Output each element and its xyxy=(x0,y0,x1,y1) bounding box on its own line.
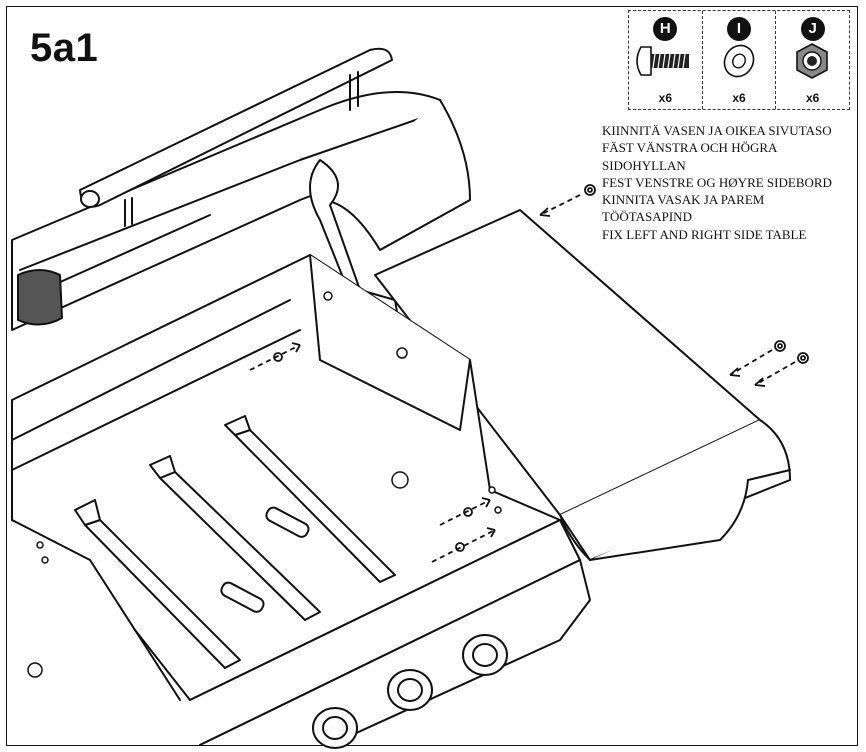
hardware-arrow xyxy=(439,497,491,526)
nut-icon xyxy=(796,43,829,79)
assembly-instructions: KIINNITÄ VASEN JA OIKEA SIVUTASO FÄST VÄ… xyxy=(602,122,852,243)
instruction-line: FÄST VÄNSTRA OCH HÖGRA xyxy=(602,140,778,156)
burner-tubes xyxy=(74,415,396,669)
grill-lid xyxy=(11,91,471,331)
mounting-holes xyxy=(27,291,502,678)
deflector-slot xyxy=(265,506,310,538)
part-quantity: x6 xyxy=(806,91,820,105)
bolt-icon xyxy=(636,46,689,76)
instruction-line: FEST VENSTRE OG HØYRE SIDEBORD xyxy=(602,174,832,190)
part-letter-badge: H xyxy=(653,17,678,41)
part-letter-badge: I xyxy=(727,17,751,41)
part-quantity: x6 xyxy=(658,91,673,105)
deflector-slot xyxy=(220,581,265,613)
hardware-arrow xyxy=(249,342,301,371)
instruction-line: FIX LEFT AND RIGHT SIDE TABLE xyxy=(602,226,807,242)
hardware-arrow xyxy=(754,352,809,387)
part-i: I x6 xyxy=(703,11,777,109)
instruction-line: KIINNITÄ VASEN JA OIKEA SIVUTASO xyxy=(602,123,832,138)
lid-handle xyxy=(79,47,393,227)
part-letter-badge: J xyxy=(800,17,825,41)
hardware-arrow xyxy=(729,340,786,377)
instruction-line: KINNITA VASAK JA PAREM xyxy=(602,192,765,208)
hardware-arrow xyxy=(431,527,496,563)
hardware-arrow xyxy=(539,184,596,217)
control-knobs xyxy=(312,634,508,749)
part-h: H x6 xyxy=(629,11,703,109)
instruction-line: TÖÖTASAPIND xyxy=(602,209,692,225)
hardware-parts-box: H x6 I x6 J x6 xyxy=(628,10,850,110)
part-quantity: x6 xyxy=(732,91,746,105)
step-label: 5a1 xyxy=(30,26,99,70)
instruction-line: SIDOHYLLAN xyxy=(602,157,686,173)
washer-icon xyxy=(723,44,754,78)
part-j: J x6 xyxy=(776,11,849,109)
side-table xyxy=(374,209,791,561)
